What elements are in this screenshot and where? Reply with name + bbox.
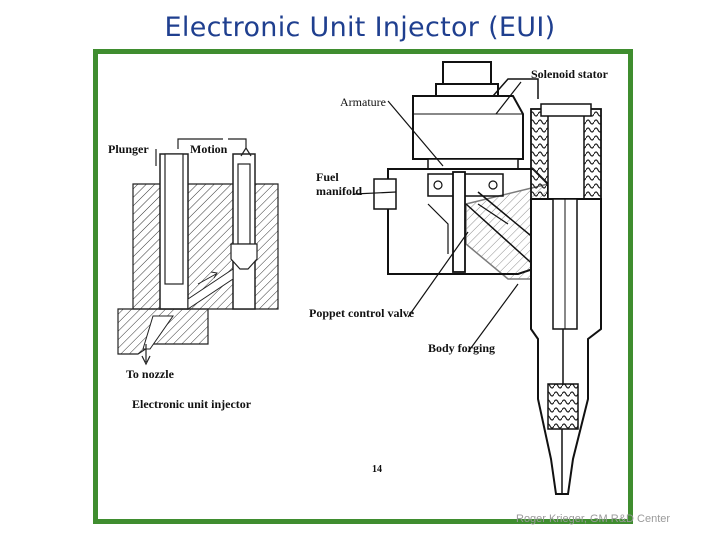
- injector-drawing: [117, 61, 602, 495]
- page-number: 14: [372, 464, 382, 475]
- figure-caption: Electronic unit injector: [132, 397, 252, 411]
- slide-credit: Roger Krieger, GM R&D Center: [516, 513, 671, 525]
- slide-title: Electronic Unit Injector (EUI): [164, 12, 556, 43]
- label-plunger: Plunger: [108, 142, 149, 156]
- schematic-diagram: [117, 138, 279, 366]
- label-to-nozzle: To nozzle: [126, 367, 174, 381]
- label-armature: Armature: [340, 95, 386, 109]
- label-fuel: Fuel: [316, 170, 339, 184]
- figure-frame: Solenoid stator Armature Plunger Motion …: [93, 49, 633, 524]
- label-poppet-control-valve: Poppet control valve: [309, 306, 415, 320]
- leader-lines: [353, 81, 522, 353]
- label-motion: Motion: [190, 142, 228, 156]
- label-body-forging: Body forging: [428, 341, 496, 355]
- label-solenoid-stator: Solenoid stator: [531, 67, 609, 81]
- injector-cross-section: [373, 61, 602, 495]
- label-manifold: manifold: [316, 184, 363, 198]
